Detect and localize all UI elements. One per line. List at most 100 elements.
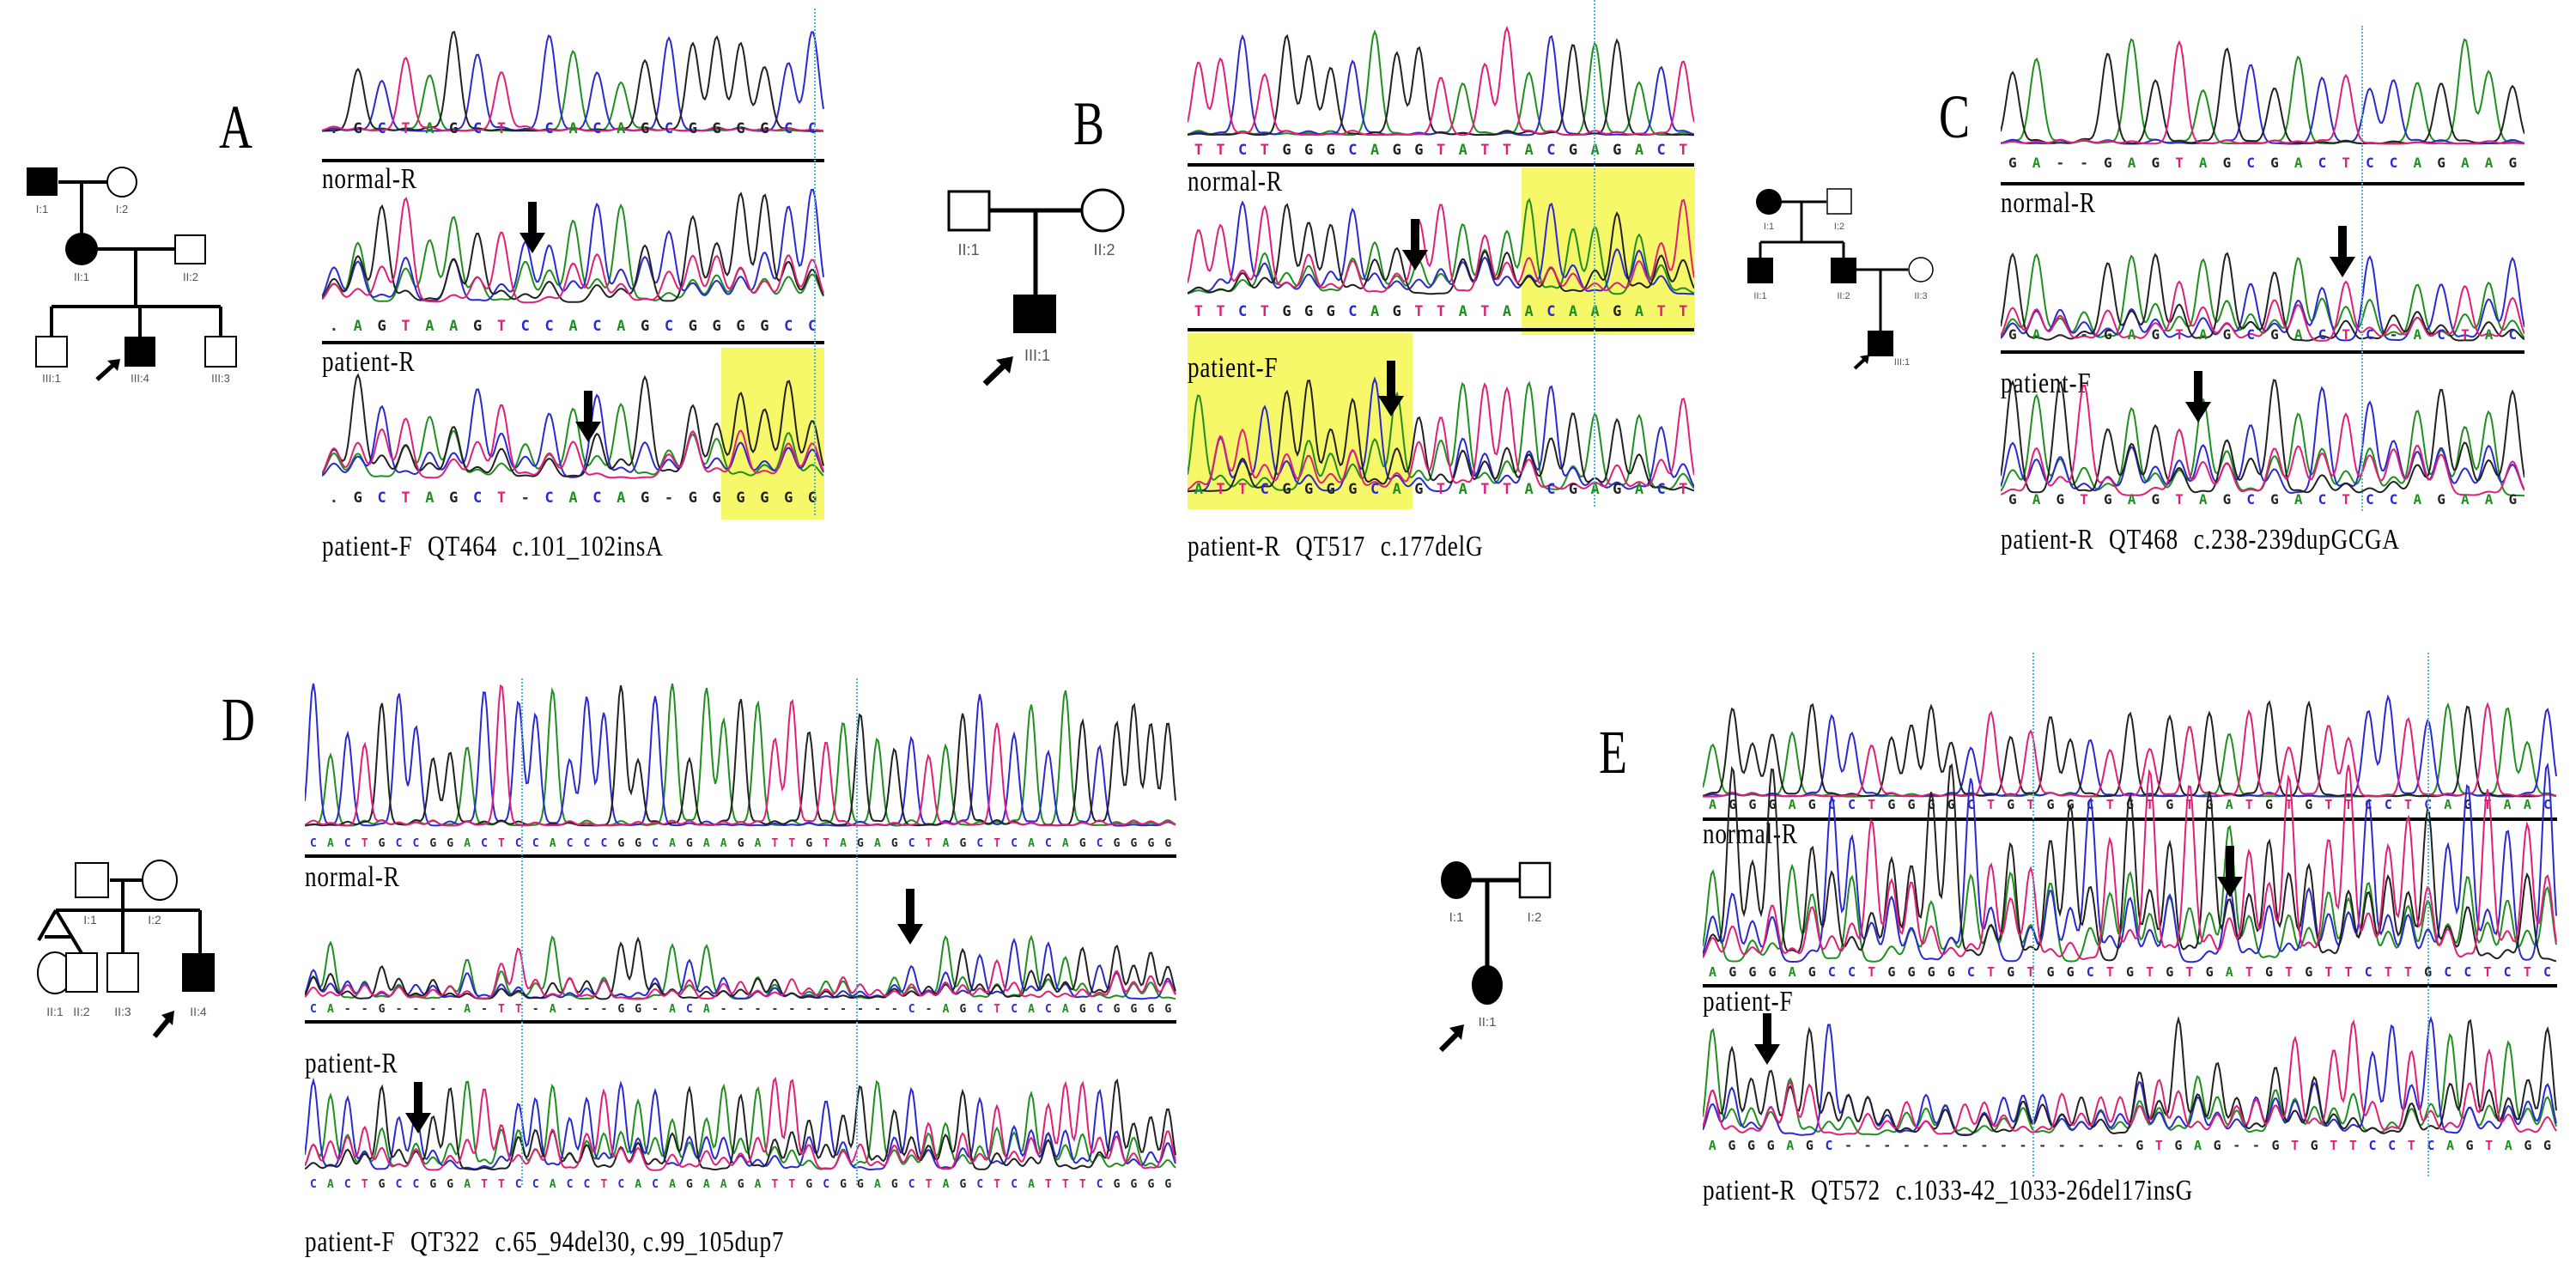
- trace-c: [305, 938, 1176, 1000]
- base-call: G: [2151, 326, 2160, 343]
- base-call: T: [1436, 142, 1446, 159]
- base-call: G: [1113, 1178, 1121, 1191]
- track-label: patient-R: [1703, 1175, 1796, 1206]
- trace-c: [2001, 386, 2524, 495]
- base-call: A: [425, 489, 434, 507]
- base-call: T: [1078, 1178, 1086, 1191]
- base-call: C: [2389, 155, 2398, 171]
- base-call: G: [890, 837, 898, 850]
- base-call: T: [1656, 303, 1666, 320]
- mutation-arrow-icon: [2330, 226, 2355, 277]
- base-call: C: [807, 318, 817, 335]
- base-call: T: [1260, 303, 1269, 320]
- track-divider: [322, 341, 824, 344]
- base-call: -: [2038, 1138, 2047, 1153]
- trace-g: [305, 1078, 1176, 1171]
- base-call: -: [840, 1003, 847, 1016]
- pedigree-d-ii3-male: [106, 952, 139, 993]
- base-call: -: [771, 1003, 779, 1016]
- base-call: -: [583, 1003, 591, 1016]
- base-call: G: [688, 318, 697, 335]
- base-call: G: [1728, 964, 1737, 980]
- pedigree-a-iii4-affected-male: [125, 337, 155, 367]
- base-call: C: [1348, 303, 1358, 320]
- base-call: C: [592, 489, 602, 507]
- base-call: C: [2246, 491, 2256, 507]
- base-call: G: [1887, 797, 1896, 812]
- pedigree-label: III:1: [1894, 357, 1910, 368]
- base-call: G: [353, 489, 362, 507]
- base-call: -: [447, 1003, 454, 1016]
- base-call: A: [1786, 1138, 1795, 1153]
- base-call: G: [2046, 797, 2055, 812]
- trace-a: [322, 50, 824, 132]
- track-label: normal-R: [305, 861, 400, 893]
- base-call: C: [532, 1178, 539, 1191]
- chromatogram-trace: [305, 1076, 1176, 1171]
- base-call: T: [788, 837, 796, 850]
- base-call: G: [1164, 1178, 1172, 1191]
- base-call: A: [720, 1178, 727, 1191]
- variant-name: c.238-239dupGCGA: [2193, 524, 2400, 556]
- chromatogram-trace: [305, 934, 1176, 1000]
- base-call: -: [805, 1003, 813, 1016]
- base-call: C: [1238, 303, 1248, 320]
- pedigree-c-iii1-affected-male: [1868, 331, 1893, 356]
- base-call: A: [669, 1178, 676, 1191]
- base-call: C: [1825, 1138, 1833, 1153]
- base-call: A: [702, 837, 710, 850]
- base-call: -: [2251, 1138, 2260, 1153]
- base-call: A: [1370, 142, 1380, 159]
- base-call: C: [976, 1003, 984, 1016]
- base-call: G: [1766, 1138, 1775, 1153]
- base-call: A: [942, 1003, 950, 1016]
- base-call: C: [544, 489, 554, 507]
- cursor-line: [2032, 653, 2034, 1176]
- base-call: A: [2032, 155, 2041, 171]
- chromatogram-trace: [1703, 1015, 2557, 1137]
- trace-c: [322, 31, 824, 132]
- base-call: C: [823, 1178, 830, 1191]
- base-call: G: [2151, 155, 2160, 171]
- base-call: -: [481, 1003, 488, 1016]
- proband-arrow-icon: [95, 359, 120, 381]
- base-call: G: [1078, 1003, 1086, 1016]
- base-call: T: [2348, 1138, 2357, 1153]
- base-call: C: [2508, 326, 2518, 343]
- base-call: G: [1748, 797, 1757, 812]
- base-call: T: [771, 837, 779, 850]
- base-call: G: [1326, 303, 1335, 320]
- base-call: G: [2437, 491, 2445, 507]
- base-call: A: [1061, 1003, 1069, 1016]
- base-call: T: [600, 1178, 608, 1191]
- base-call: A: [1392, 481, 1401, 498]
- base-call: T: [401, 318, 410, 335]
- base-call: A: [2461, 155, 2470, 171]
- base-call: G: [2066, 797, 2075, 812]
- base-call: T: [498, 1178, 505, 1191]
- base-call: C: [908, 1003, 915, 1016]
- chromatogram-trace: [1188, 198, 1694, 295]
- trace-t: [2001, 280, 2524, 342]
- base-call: -: [823, 1003, 830, 1016]
- base-call: -: [2056, 326, 2065, 343]
- base-call: T: [2461, 326, 2470, 343]
- base-call: G: [447, 837, 454, 850]
- base-call: A: [549, 837, 556, 850]
- pedigree-label: II:1: [74, 270, 89, 283]
- track-label: normal-R: [1703, 818, 1798, 850]
- pedigree-b: II:1 II:2 III:1: [947, 188, 1125, 386]
- base-call: -: [925, 1003, 933, 1016]
- base-call: G: [1807, 797, 1816, 812]
- chromatogram-trace: [2001, 252, 2524, 342]
- base-call: G: [2008, 155, 2017, 171]
- base-call: G: [2305, 964, 2313, 980]
- base-call: G: [449, 120, 459, 137]
- base-call: C: [2543, 797, 2551, 812]
- base-call: -: [664, 489, 674, 507]
- base-call: T: [498, 837, 505, 850]
